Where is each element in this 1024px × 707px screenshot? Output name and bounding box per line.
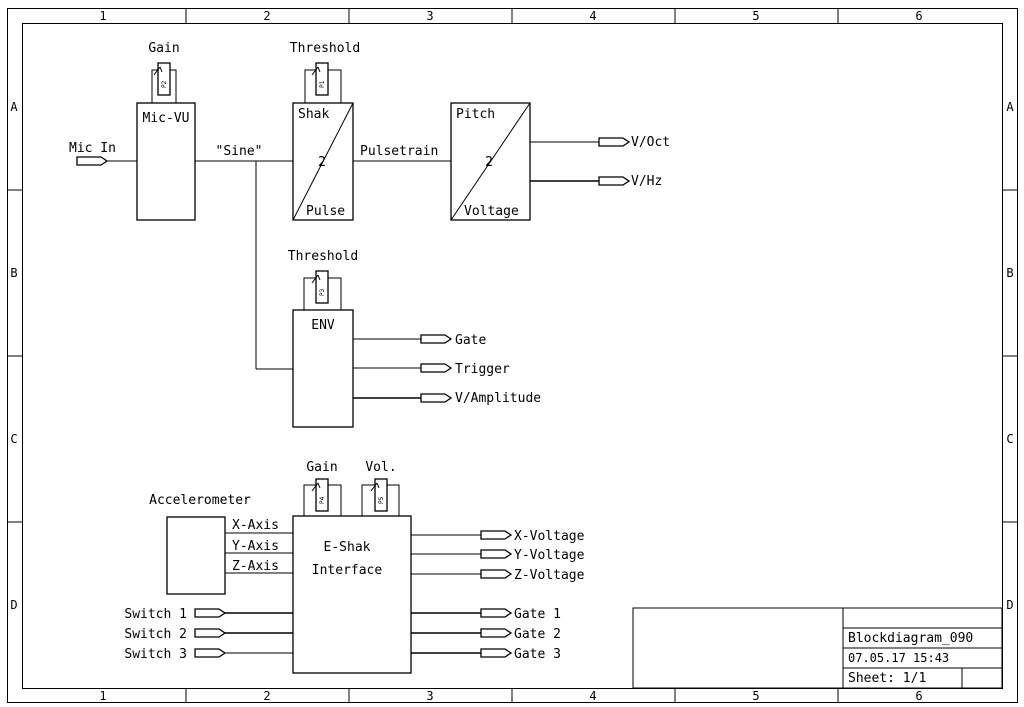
eshak-voltage-outputs: X-Voltage Y-Voltage Z-Voltage	[411, 529, 585, 583]
eshak-vol-label: Vol.	[365, 460, 396, 475]
eshak-title-line1: E-Shak	[324, 540, 371, 555]
col-label-bottom-6: 6	[915, 689, 922, 703]
env-block: ENV	[292, 309, 354, 428]
title-block-name: Blockdiagram_090	[848, 631, 973, 646]
col-label-top-4: 4	[589, 9, 596, 23]
v-amplitude-label: V/Amplitude	[455, 391, 541, 406]
x-axis-label: X-Axis	[232, 518, 279, 533]
switch-2-label: Switch 2	[124, 627, 187, 642]
pulsetrain-label: Pulsetrain	[360, 144, 438, 159]
col-label-bottom-3: 3	[426, 689, 433, 703]
shak-pulse-block: Shak 2 Pulse	[292, 102, 354, 221]
row-label-left-b: B	[10, 266, 17, 280]
row-label-right-d: D	[1006, 598, 1013, 612]
pitch-voltage-bottom: Voltage	[464, 204, 519, 219]
accelerometer-title: Accelerometer	[149, 493, 251, 508]
row-label-left-d: D	[10, 598, 17, 612]
eshak-title-line2: Interface	[312, 563, 383, 578]
eshak-block: E-Shak Interface	[292, 515, 412, 674]
title-block-datetime: 07.05.17 15:43	[848, 651, 949, 665]
env-outputs: Gate Trigger V/Amplitude	[353, 333, 541, 406]
eshak-gain-pot: Gain P4	[303, 460, 342, 516]
trigger-label: Trigger	[455, 362, 510, 377]
pitch-voltage-mid: 2	[485, 155, 493, 170]
switch-3-label: Switch 3	[124, 647, 187, 662]
col-label-top-6: 6	[915, 9, 922, 23]
col-label-bottom-4: 4	[589, 689, 596, 703]
z-voltage-label: Z-Voltage	[514, 568, 585, 583]
mic-vu-gain-pot: Gain P2	[148, 41, 180, 103]
y-axis-label: Y-Axis	[232, 539, 279, 554]
gate-1-label: Gate 1	[514, 607, 561, 622]
pulsetrain-signal: Pulsetrain	[353, 144, 451, 162]
shak-threshold-pot: Threshold P1	[290, 41, 360, 103]
env-title: ENV	[311, 318, 335, 333]
env-threshold-label: Threshold	[288, 249, 358, 264]
shak-threshold-label: Threshold	[290, 41, 360, 56]
shak-pulse-mid: 2	[318, 155, 326, 170]
pitch-outputs: V/Oct V/Hz	[530, 135, 670, 189]
eshak-switch-inputs: Switch 1 Switch 2 Switch 3	[124, 607, 293, 662]
mic-in-port: Mic In	[69, 141, 137, 166]
col-label-top-1: 1	[99, 9, 106, 23]
mic-vu-pot-id: P2	[161, 80, 168, 88]
pitch-voltage-block: Pitch 2 Voltage	[450, 102, 531, 221]
col-label-bottom-5: 5	[752, 689, 759, 703]
eshak-gain-pot-id: P4	[319, 496, 326, 504]
row-label-right-c: C	[1006, 432, 1013, 446]
gate-2-label: Gate 2	[514, 627, 561, 642]
title-block: Blockdiagram_090 07.05.17 15:43 Sheet: 1…	[632, 607, 1003, 689]
sheet-frame	[7, 8, 1018, 703]
y-voltage-label: Y-Voltage	[514, 548, 585, 563]
col-label-top-3: 3	[426, 9, 433, 23]
col-label-bottom-1: 1	[99, 689, 106, 703]
env-threshold-pot: Threshold P3	[288, 249, 358, 310]
z-axis-label: Z-Axis	[232, 559, 279, 574]
eshak-gate-outputs: Gate 1 Gate 2 Gate 3	[411, 607, 561, 662]
row-label-right-b: B	[1006, 266, 1013, 280]
eshak-vol-pot-id: P5	[378, 496, 385, 504]
frame-labels: 1 2 3 4 5 6 1 2 3 4 5 6 A B C D A B C D	[10, 9, 1014, 703]
gate-3-label: Gate 3	[514, 647, 561, 662]
sine-signal: "Sine"	[195, 144, 293, 370]
col-label-top-2: 2	[263, 9, 270, 23]
pitch-voltage-top: Pitch	[456, 107, 495, 122]
sine-label: "Sine"	[216, 144, 263, 159]
title-block-sheet: Sheet: 1/1	[848, 671, 926, 686]
eshak-vol-pot: Vol. P5	[361, 460, 400, 516]
row-label-left-c: C	[10, 432, 17, 446]
gate-label: Gate	[455, 333, 486, 348]
v-hz-label: V/Hz	[631, 174, 662, 189]
row-label-left-a: A	[10, 100, 18, 114]
shak-pot-id: P1	[319, 80, 326, 88]
row-label-right-a: A	[1006, 100, 1014, 114]
x-voltage-label: X-Voltage	[514, 529, 585, 544]
col-label-top-5: 5	[752, 9, 759, 23]
shak-pulse-bottom: Pulse	[306, 204, 345, 219]
v-oct-label: V/Oct	[631, 135, 670, 150]
env-pot-id: P3	[319, 288, 326, 296]
switch-1-label: Switch 1	[124, 607, 187, 622]
mic-vu-gain-label: Gain	[148, 41, 179, 56]
accelerometer-block: Accelerometer X-Axis Y-Axis Z-Axis	[149, 493, 293, 595]
mic-vu-block: Mic-VU	[136, 102, 196, 221]
eshak-gain-label: Gain	[306, 460, 337, 475]
mic-vu-title: Mic-VU	[143, 111, 190, 126]
col-label-bottom-2: 2	[263, 689, 270, 703]
shak-pulse-top: Shak	[298, 107, 329, 122]
mic-in-label: Mic In	[69, 141, 116, 156]
